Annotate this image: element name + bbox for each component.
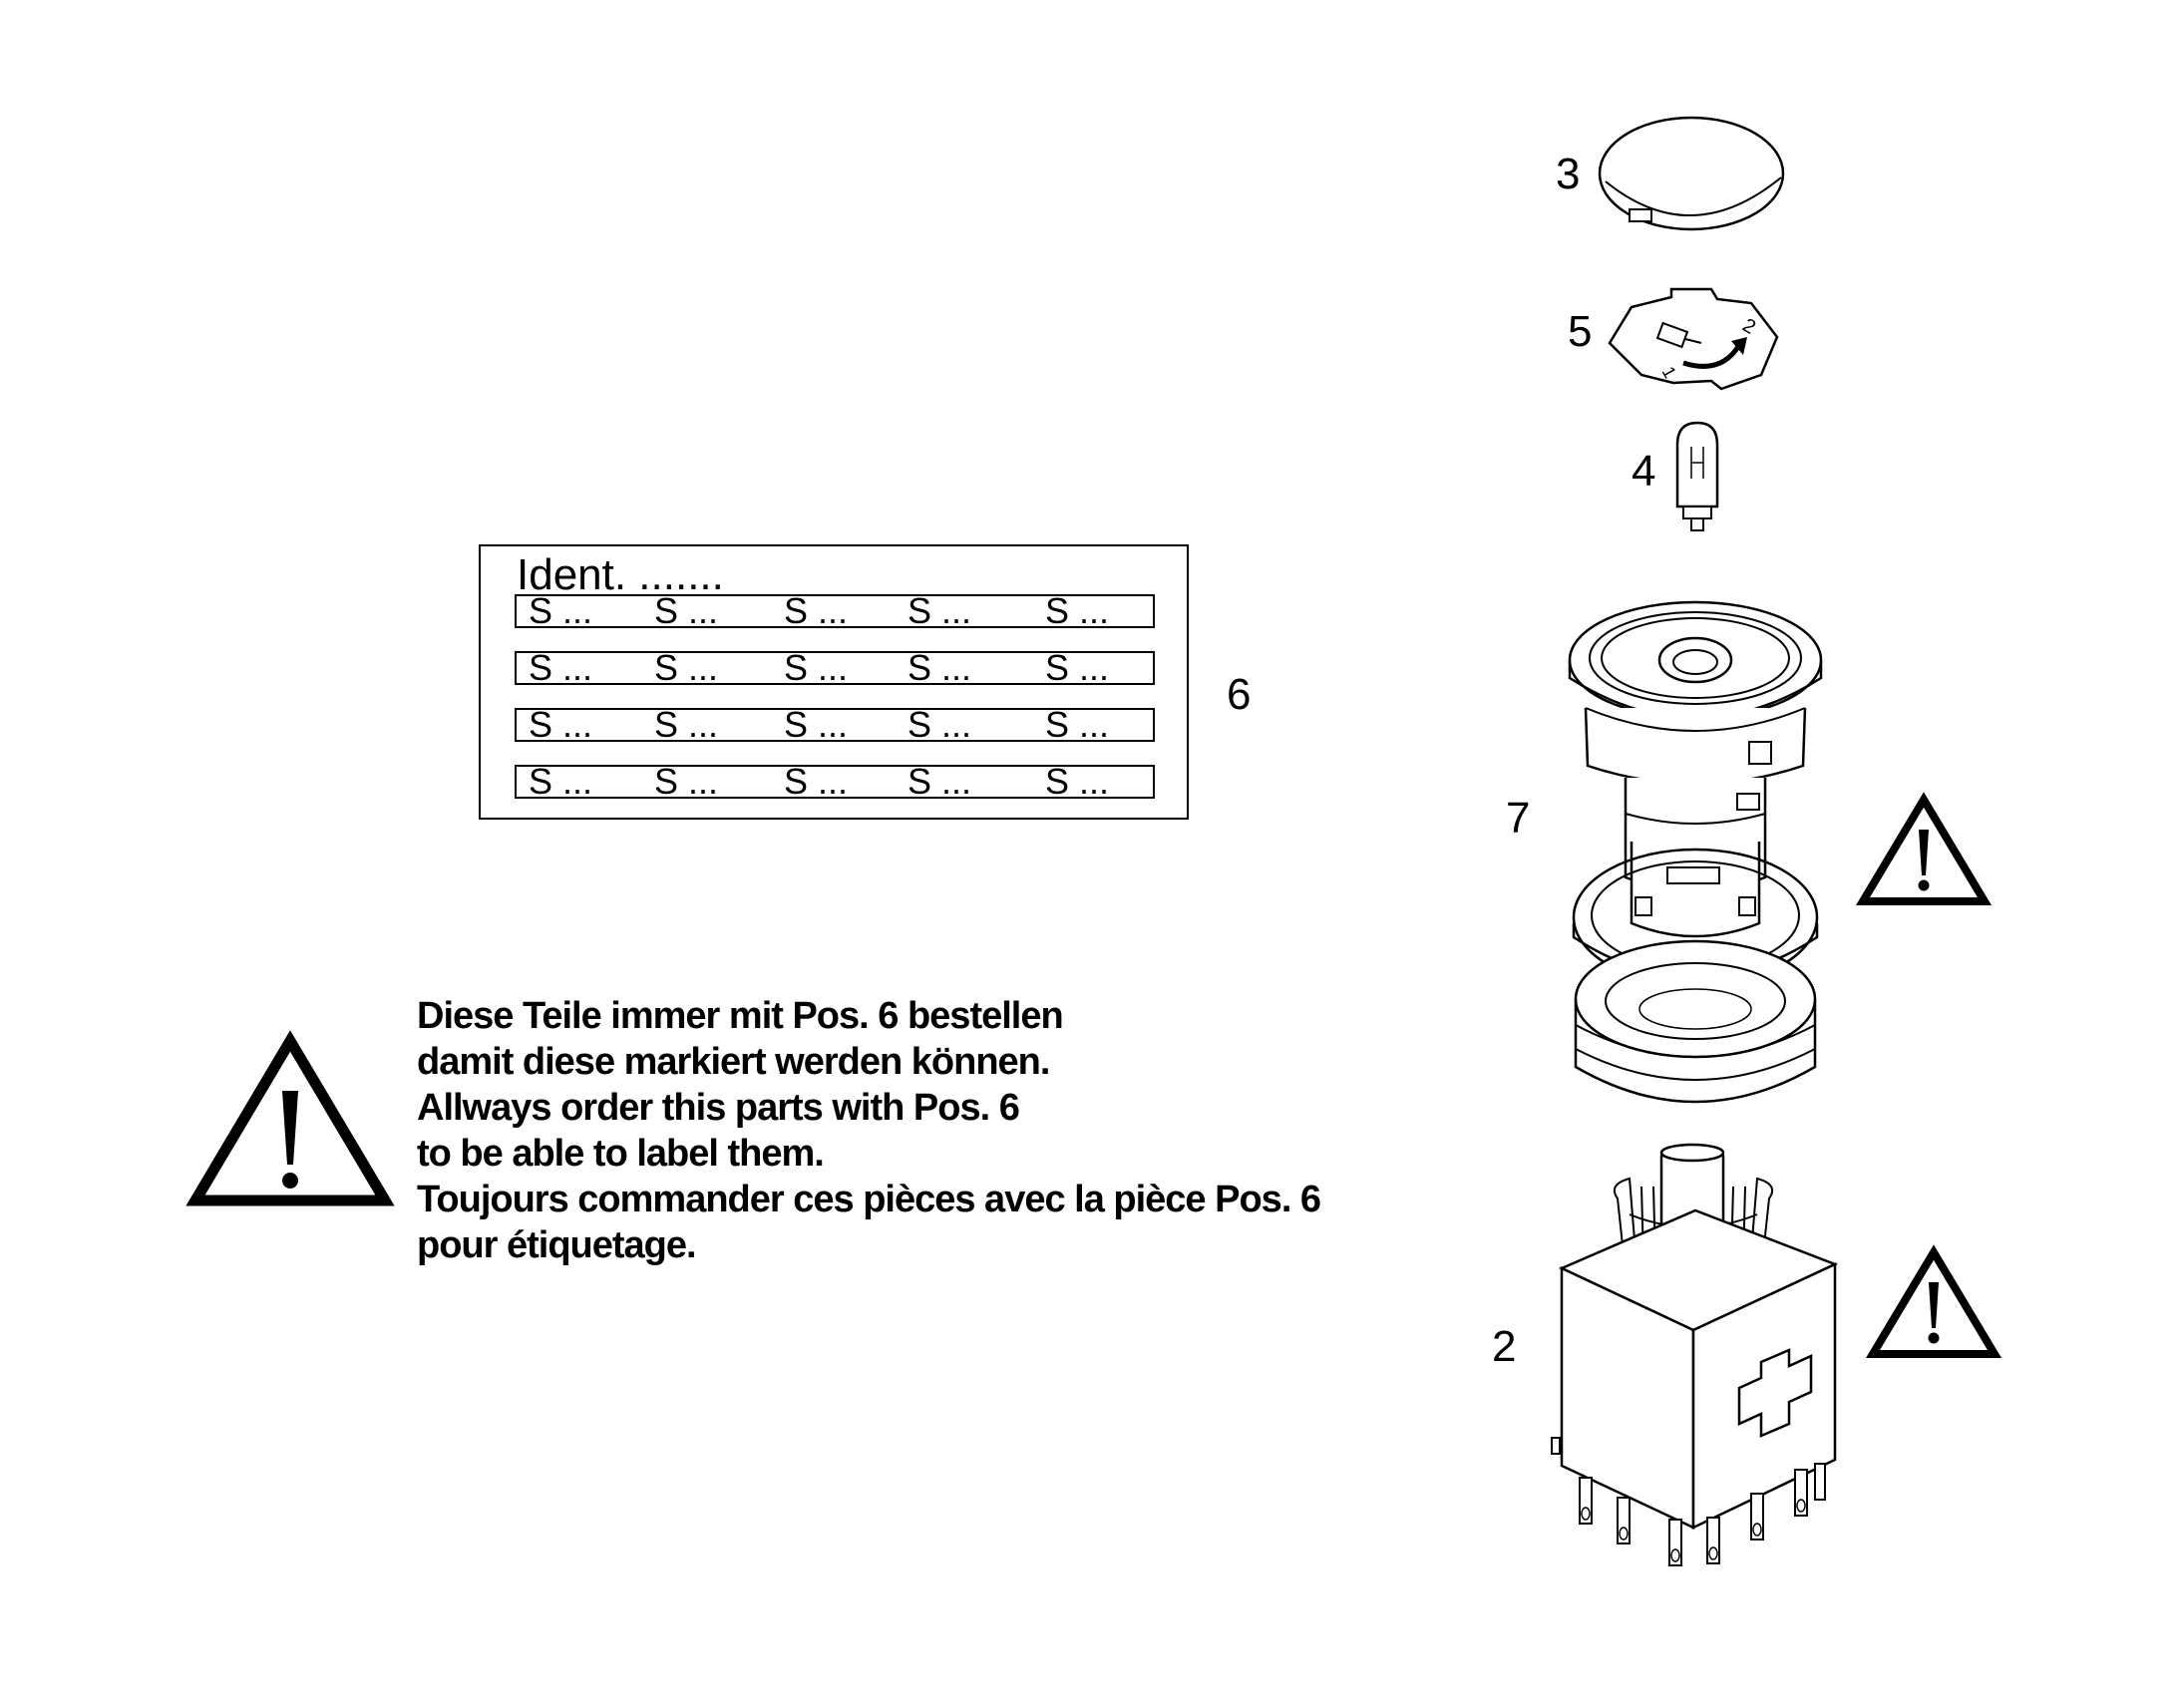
label-cell: S ... <box>784 647 849 688</box>
warning-line: Allways order this parts with Pos. 6 <box>417 1087 1020 1129</box>
label-cell: S ... <box>1045 704 1110 745</box>
label-cell: S ... <box>908 704 972 745</box>
label-cell: S ... <box>529 647 593 688</box>
label-card: Ident. ....... S ... S ... S ... S ... S… <box>479 544 1189 820</box>
label-strip: S ... S ... S ... S ... S ... <box>515 704 1155 745</box>
callout-pos5: 5 <box>1568 307 1593 356</box>
contact-block-drawing <box>1551 1143 1839 1566</box>
label-cell: S ... <box>1045 590 1110 631</box>
cap-part-drawing <box>1598 116 1785 231</box>
warning-triangle-icon <box>1855 792 1993 905</box>
label-cell: S ... <box>654 704 719 745</box>
warning-triangle-icon <box>1865 1244 2002 1358</box>
label-cell: S ... <box>529 704 593 745</box>
label-cell: S ... <box>784 761 849 802</box>
warning-line: pour étiquetage. <box>417 1224 697 1266</box>
lamp-bulb-drawing <box>1675 421 1719 531</box>
callout-pos6: 6 <box>1227 670 1252 719</box>
label-strip: S ... S ... S ... S ... S ... <box>515 761 1155 802</box>
warning-line: Diese Teile immer mit Pos. 6 bestellen <box>417 995 1064 1037</box>
warning-line: to be able to label them. <box>417 1133 825 1175</box>
label-cell: S ... <box>1045 761 1110 802</box>
callout-pos7: 7 <box>1506 794 1531 843</box>
warning-triangle-icon <box>185 1030 395 1206</box>
insert-disc-drawing: 2 1 <box>1608 287 1779 391</box>
label-cell: S ... <box>529 761 593 802</box>
label-cell: S ... <box>654 761 719 802</box>
label-strip: S ... S ... S ... S ... S ... <box>515 590 1155 631</box>
label-cell: S ... <box>784 590 849 631</box>
label-cell: S ... <box>908 761 972 802</box>
warning-line: damit diese markiert werden können. <box>417 1041 1050 1083</box>
callout-pos3: 3 <box>1556 150 1581 198</box>
label-cell: S ... <box>1045 647 1110 688</box>
label-strip: S ... S ... S ... S ... S ... <box>515 647 1155 688</box>
warning-line: Toujours commander ces pièces avec la pi… <box>417 1179 1321 1220</box>
callout-pos2: 2 <box>1492 1322 1517 1371</box>
warning-text: Diese Teile immer mit Pos. 6 bestellen d… <box>417 993 1321 1268</box>
label-cell: S ... <box>529 590 593 631</box>
label-cell: S ... <box>784 704 849 745</box>
label-cell: S ... <box>908 647 972 688</box>
callout-pos4: 4 <box>1632 447 1656 496</box>
label-cell: S ... <box>654 590 719 631</box>
label-ident: Ident. ....... <box>517 550 724 599</box>
label-cell: S ... <box>654 647 719 688</box>
actuator-housing-drawing <box>1568 600 1823 1104</box>
label-cell: S ... <box>908 590 972 631</box>
